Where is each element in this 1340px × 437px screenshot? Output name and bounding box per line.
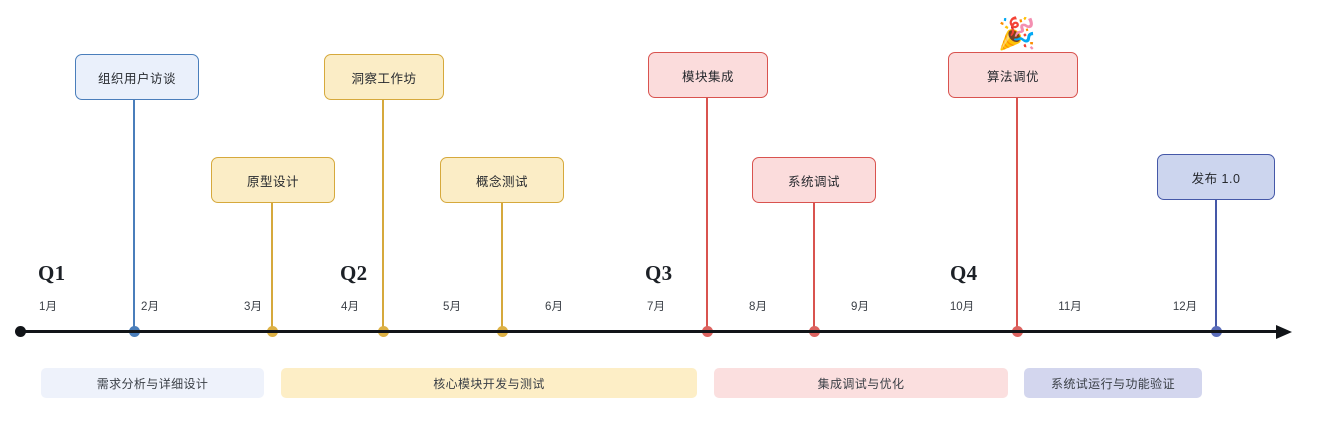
month-tick-label: 4月 xyxy=(341,301,359,313)
milestone-label: 洞察工作坊 xyxy=(351,71,417,86)
milestone-stem xyxy=(501,203,503,328)
milestone-label: 模块集成 xyxy=(681,69,734,84)
milestone-stem xyxy=(1215,200,1217,328)
phase-label: 集成调试与优化 xyxy=(817,376,905,391)
milestone-label: 原型设计 xyxy=(246,174,299,189)
month-tick-label: 8月 xyxy=(749,301,767,313)
milestone-label: 组织用户访谈 xyxy=(97,71,176,86)
milestone-card[interactable]: 洞察工作坊 xyxy=(324,54,444,100)
milestone-stem xyxy=(1016,98,1018,328)
month-tick-label: 12月 xyxy=(1172,301,1198,313)
phase-label: 核心模块开发与测试 xyxy=(433,376,545,391)
phase-bar[interactable]: 核心模块开发与测试 xyxy=(281,368,697,398)
month-tick-label: 2月 xyxy=(141,301,159,313)
milestone-label: 发布 1.0 xyxy=(1191,171,1241,186)
quarter-label: Q4 xyxy=(950,261,978,285)
month-tick-label: 1月 xyxy=(39,301,57,313)
milestone-label: 算法调优 xyxy=(986,69,1039,84)
milestone-label: 概念测试 xyxy=(475,174,528,189)
milestone-stem xyxy=(382,100,384,328)
party-popper-icon: 🎉 xyxy=(997,16,1037,51)
month-tick-label: 10月 xyxy=(949,301,975,313)
phase-label: 系统试运行与功能验证 xyxy=(1050,376,1175,391)
month-tick-label: 5月 xyxy=(443,301,461,313)
milestone-label: 系统调试 xyxy=(787,174,840,189)
phase-bar[interactable]: 集成调试与优化 xyxy=(714,368,1008,398)
month-tick-label: 3月 xyxy=(244,301,262,313)
milestone-card[interactable]: 系统调试 xyxy=(752,157,876,203)
milestone-stem xyxy=(813,203,815,328)
quarter-label: Q2 xyxy=(340,261,368,285)
quarter-label: Q1 xyxy=(38,261,66,285)
phase-label: 需求分析与详细设计 xyxy=(96,376,209,391)
quarter-label: Q3 xyxy=(645,261,673,285)
milestone-card[interactable]: 模块集成 xyxy=(648,52,768,98)
month-tick-label: 6月 xyxy=(545,301,563,313)
timeline-axis-line xyxy=(20,330,1284,333)
phase-bar[interactable]: 需求分析与详细设计 xyxy=(41,368,264,398)
timeline-start-dot xyxy=(14,326,26,337)
milestone-stem xyxy=(271,203,273,328)
milestone-card[interactable]: 组织用户访谈 xyxy=(75,54,199,100)
month-tick-label: 9月 xyxy=(851,301,869,313)
milestone-card[interactable]: 发布 1.0 xyxy=(1157,154,1275,200)
month-tick-label: 11月 xyxy=(1058,301,1082,313)
milestone-card[interactable]: 原型设计 xyxy=(211,157,335,203)
milestone-card[interactable]: 概念测试 xyxy=(440,157,564,203)
month-tick-label: 7月 xyxy=(647,301,665,313)
phase-bar[interactable]: 系统试运行与功能验证 xyxy=(1024,368,1202,398)
milestone-card[interactable]: 算法调优 xyxy=(948,52,1078,98)
timeline-axis-arrow-icon xyxy=(1276,324,1292,339)
milestone-stem xyxy=(706,98,708,328)
milestone-stem xyxy=(133,100,135,328)
